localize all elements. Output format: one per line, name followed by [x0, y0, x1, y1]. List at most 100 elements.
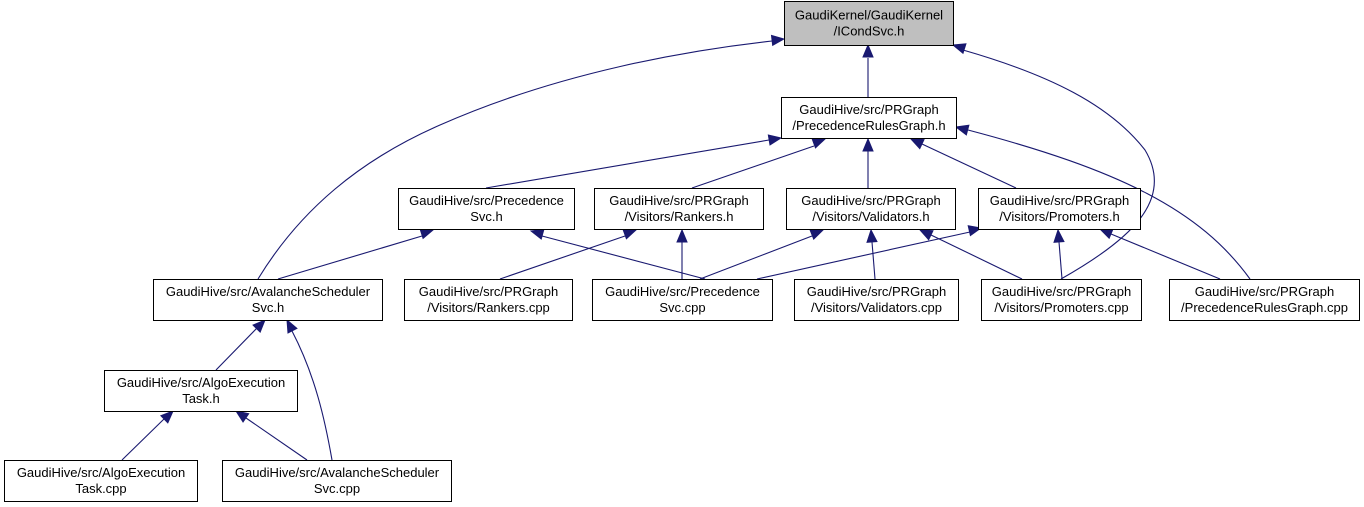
node-box[interactable] — [781, 97, 957, 139]
node-label-line: GaudiHive/src/AlgoExecution — [17, 465, 185, 480]
node-label-line: GaudiHive/src/PRGraph — [801, 193, 940, 208]
edge-line — [1110, 233, 1221, 280]
node-rankers-cpp[interactable]: GaudiHive/src/PRGraph/Visitors/Rankers.c… — [404, 279, 573, 321]
node-label-line: /Visitors/Rankers.cpp — [427, 300, 550, 315]
node-label-line: Svc.cpp — [314, 481, 360, 496]
node-box[interactable] — [4, 460, 198, 502]
node-label-line: /PrecedenceRulesGraph.h — [792, 118, 945, 133]
edge-avsched_h-to-icondsvc — [257, 34, 786, 280]
node-rankers-h[interactable]: GaudiHive/src/PRGraph/Visitors/Rankers.h — [594, 188, 764, 230]
node-prgraph-h[interactable]: GaudiHive/src/PRGraph/PrecedenceRulesGra… — [781, 97, 957, 139]
node-label-line: GaudiHive/src/PRGraph — [807, 284, 946, 299]
edge-line — [962, 49, 1155, 280]
arrowhead-icon — [809, 229, 825, 240]
node-label-line: Task.cpp — [75, 481, 126, 496]
node-icondsvc: GaudiKernel/GaudiKernel/ICondSvc.h — [784, 1, 954, 46]
node-label-line: GaudiHive/src/AvalancheScheduler — [166, 284, 371, 299]
node-box[interactable] — [398, 188, 575, 230]
edge-precsvc_cpp-to-rankers_h — [676, 228, 688, 279]
node-label-line: GaudiKernel/GaudiKernel — [795, 8, 943, 23]
node-box[interactable] — [978, 188, 1141, 230]
edges-layer — [121, 34, 1251, 461]
node-promoters-h[interactable]: GaudiHive/src/PRGraph/Visitors/Promoters… — [978, 188, 1141, 230]
edge-avsched_cpp-to-avsched_h — [286, 318, 333, 461]
node-label-line: GaudiHive/src/PRGraph — [992, 284, 1131, 299]
edge-rankers_h-to-prgraph_h — [691, 137, 827, 189]
edge-line — [1058, 241, 1063, 280]
edge-validators_cpp-to-validators_h — [866, 228, 878, 280]
node-box[interactable] — [981, 279, 1142, 321]
edge-line — [499, 235, 626, 280]
node-label-line: /Visitors/Promoters.h — [999, 209, 1119, 224]
arrowhead-icon — [286, 318, 298, 334]
arrowhead-icon — [1098, 228, 1114, 240]
arrowhead-icon — [918, 229, 934, 241]
node-box[interactable] — [786, 188, 956, 230]
edge-line — [121, 418, 165, 461]
edge-line — [245, 417, 308, 461]
edge-prgraph_cpp-to-promoters_h — [1098, 228, 1221, 280]
node-label-line: GaudiHive/src/AlgoExecution — [117, 375, 285, 390]
edge-line — [485, 139, 770, 189]
edge-promoters_cpp-to-validators_h — [918, 229, 1023, 280]
node-label-line: GaudiHive/src/AvalancheScheduler — [235, 465, 440, 480]
edge-line — [541, 235, 706, 280]
edge-avsched_h-to-precsvc_h — [277, 228, 435, 280]
edge-line — [930, 234, 1023, 280]
node-box[interactable] — [104, 370, 298, 412]
edge-precsvc_cpp-to-precsvc_h — [529, 228, 706, 280]
node-box[interactable] — [153, 279, 383, 321]
node-label-line: GaudiHive/src/PRGraph — [419, 284, 558, 299]
arrowhead-icon — [419, 228, 435, 240]
node-label-line: GaudiHive/src/PRGraph — [609, 193, 748, 208]
node-validators-h[interactable]: GaudiHive/src/PRGraph/Visitors/Validator… — [786, 188, 956, 230]
edge-algotask_h-to-avsched_h — [215, 319, 266, 371]
arrowhead-icon — [967, 225, 983, 237]
nodes-layer: GaudiKernel/GaudiKernel/ICondSvc.hGaudiH… — [4, 1, 1360, 502]
edge-line — [921, 143, 1017, 189]
edge-promoters_cpp-to-promoters_h — [1053, 228, 1065, 280]
edge-line — [691, 145, 815, 189]
edge-line — [699, 235, 813, 280]
arrowhead-icon — [234, 410, 250, 423]
edge-precsvc_cpp-to-promoters_h — [756, 225, 983, 280]
node-label-line: /Visitors/Validators.cpp — [811, 300, 942, 315]
node-box[interactable] — [222, 460, 452, 502]
node-box[interactable] — [592, 279, 773, 321]
edge-line — [257, 40, 773, 280]
node-label-line: Svc.cpp — [659, 300, 705, 315]
node-label-line: /Visitors/Promoters.cpp — [994, 300, 1128, 315]
node-label-line: Task.h — [182, 391, 220, 406]
edge-line — [291, 330, 333, 461]
arrowhead-icon — [1053, 228, 1065, 243]
node-box[interactable] — [594, 188, 764, 230]
node-label-line: Svc.h — [470, 209, 503, 224]
node-box[interactable] — [1169, 279, 1360, 321]
node-box[interactable] — [794, 279, 959, 321]
arrowhead-icon — [909, 138, 925, 150]
edge-precsvc_h-to-prgraph_h — [485, 134, 783, 189]
node-promoters-cpp[interactable]: GaudiHive/src/PRGraph/Visitors/Promoters… — [981, 279, 1142, 321]
node-label-line: GaudiHive/src/Precedence — [605, 284, 760, 299]
node-prgraph-cpp[interactable]: GaudiHive/src/PRGraph/PrecedenceRulesGra… — [1169, 279, 1360, 321]
node-validators-cpp[interactable]: GaudiHive/src/PRGraph/Visitors/Validator… — [794, 279, 959, 321]
arrowhead-icon — [252, 319, 266, 333]
node-label-line: GaudiHive/src/PRGraph — [990, 193, 1129, 208]
arrowhead-icon — [866, 228, 878, 243]
edge-rankers_cpp-to-rankers_h — [499, 228, 638, 280]
node-label-line: GaudiHive/src/PRGraph — [799, 102, 938, 117]
edge-prgraph_cpp-to-prgraph_h — [954, 124, 1251, 280]
node-label-line: /PrecedenceRulesGraph.cpp — [1181, 300, 1348, 315]
edge-line — [215, 327, 258, 371]
node-box[interactable] — [404, 279, 573, 321]
arrowhead-icon — [622, 228, 638, 240]
edge-precsvc_cpp-to-validators_h — [699, 229, 825, 280]
node-label-line: GaudiHive/src/PRGraph — [1195, 284, 1334, 299]
